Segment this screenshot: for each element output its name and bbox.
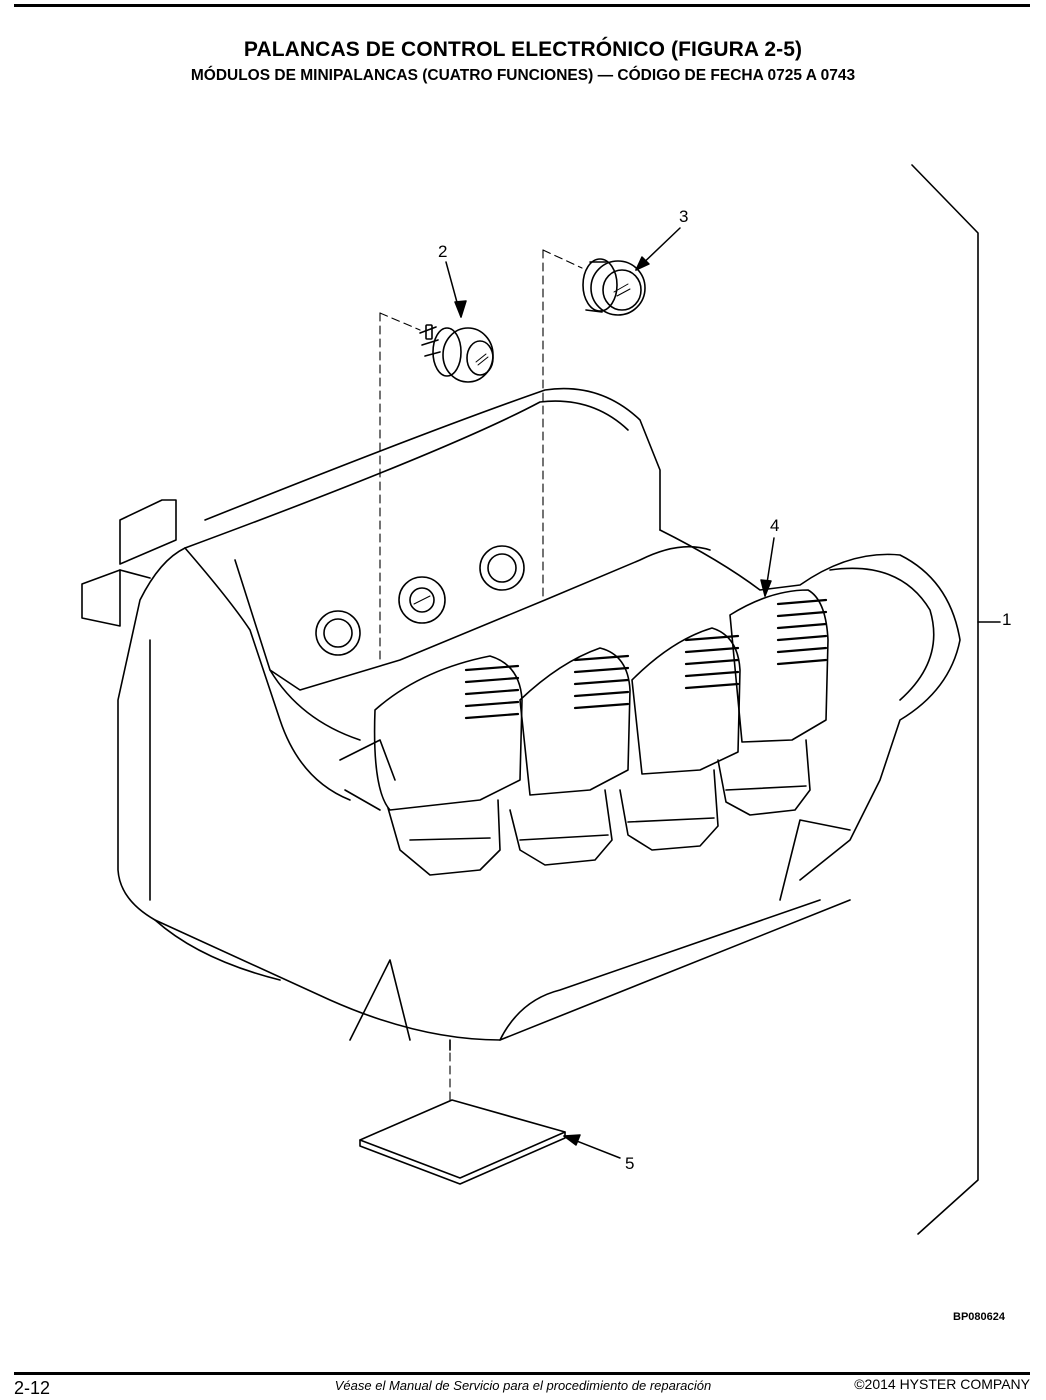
callout-4: 4 xyxy=(770,516,780,535)
mini-lever xyxy=(717,589,829,816)
plug-part-3 xyxy=(582,258,646,316)
callout-3: 3 xyxy=(679,207,689,226)
page-number: 2-12 xyxy=(14,1378,51,1398)
page-subtitle: MÓDULOS DE MINIPALANCAS (CUATRO FUNCIONE… xyxy=(190,67,856,84)
footer-note: Véase el Manual de Servicio para el proc… xyxy=(334,1378,712,1393)
callout-arrows xyxy=(445,227,775,1159)
copyright: ©2014 HYSTER COMPANY xyxy=(854,1376,1030,1392)
page-title: PALANCAS DE CONTROL ELECTRÓNICO (FIGURA … xyxy=(243,38,803,61)
callout-5: 5 xyxy=(625,1154,635,1173)
callout-2: 2 xyxy=(438,242,448,261)
label-plate-part-5 xyxy=(359,1099,566,1185)
assembly-lines xyxy=(379,249,583,1106)
callout-1: 1 xyxy=(1002,610,1012,629)
top-rule xyxy=(14,4,1030,7)
mini-lever xyxy=(509,647,631,866)
mini-lever xyxy=(619,627,741,851)
module-housing-part-1 xyxy=(81,387,961,1051)
figure-code: BP080624 xyxy=(953,1311,1005,1323)
mini-lever xyxy=(373,655,523,876)
mini-levers-part-4 xyxy=(373,589,829,876)
switch-part-2 xyxy=(419,324,494,383)
assembly-bracket xyxy=(911,164,1001,1235)
bottom-rule xyxy=(14,1372,1030,1375)
